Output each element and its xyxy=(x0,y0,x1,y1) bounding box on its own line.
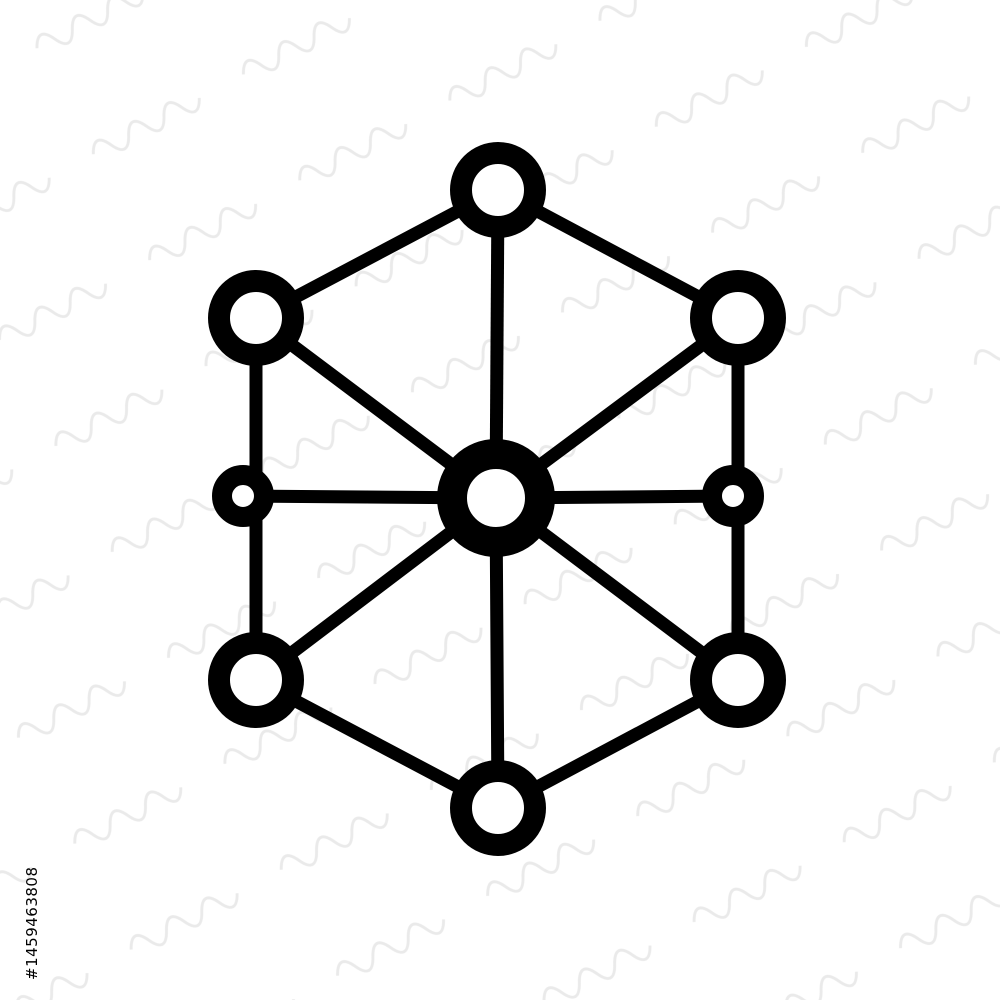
node-upper-right xyxy=(690,270,786,366)
stock-id-label: #1459463808 xyxy=(23,866,41,980)
node-right xyxy=(702,465,764,527)
node-upper-left xyxy=(208,270,304,366)
node-center xyxy=(437,439,555,557)
node-lower-right xyxy=(690,632,786,728)
node-lower-left xyxy=(208,632,304,728)
node-top xyxy=(450,142,546,238)
node-bottom xyxy=(450,760,546,856)
node-left xyxy=(212,465,274,527)
